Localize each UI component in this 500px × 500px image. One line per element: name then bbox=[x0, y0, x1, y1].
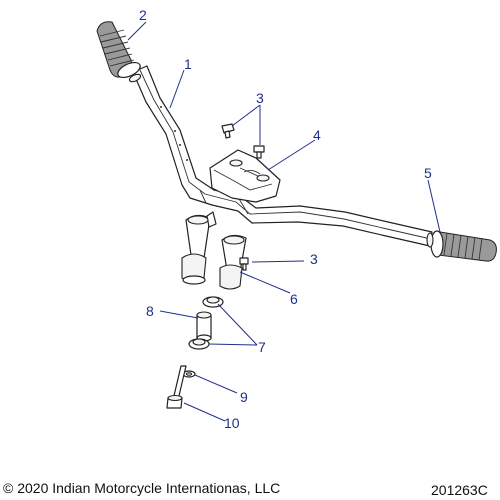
drawing-number: 201263C bbox=[431, 482, 488, 498]
right-grip bbox=[426, 230, 497, 262]
left-riser bbox=[181, 211, 217, 285]
riser-bolt bbox=[166, 365, 187, 409]
left-grip bbox=[96, 21, 142, 83]
callout-2: 2 bbox=[139, 7, 147, 23]
copyright-notice: © 2020 Indian Motorcycle Internationas, … bbox=[3, 480, 281, 496]
callout-5: 5 bbox=[424, 165, 432, 181]
bushings bbox=[188, 296, 224, 350]
callout-3-lower: 3 bbox=[310, 251, 318, 267]
leader-lines bbox=[127, 21, 441, 422]
callout-8: 8 bbox=[146, 303, 154, 319]
right-riser bbox=[219, 234, 249, 290]
callout-6: 6 bbox=[290, 291, 298, 307]
callout-9: 9 bbox=[240, 389, 248, 405]
clamp-bolts bbox=[221, 123, 265, 159]
callout-3-upper: 3 bbox=[256, 90, 264, 106]
callout-7: 7 bbox=[258, 339, 266, 355]
upper-clamp bbox=[209, 149, 281, 203]
callout-4: 4 bbox=[313, 127, 321, 143]
callout-1: 1 bbox=[184, 56, 192, 72]
spacer bbox=[196, 311, 212, 342]
handlebar-tube bbox=[132, 65, 433, 247]
callout-10: 10 bbox=[224, 415, 240, 431]
